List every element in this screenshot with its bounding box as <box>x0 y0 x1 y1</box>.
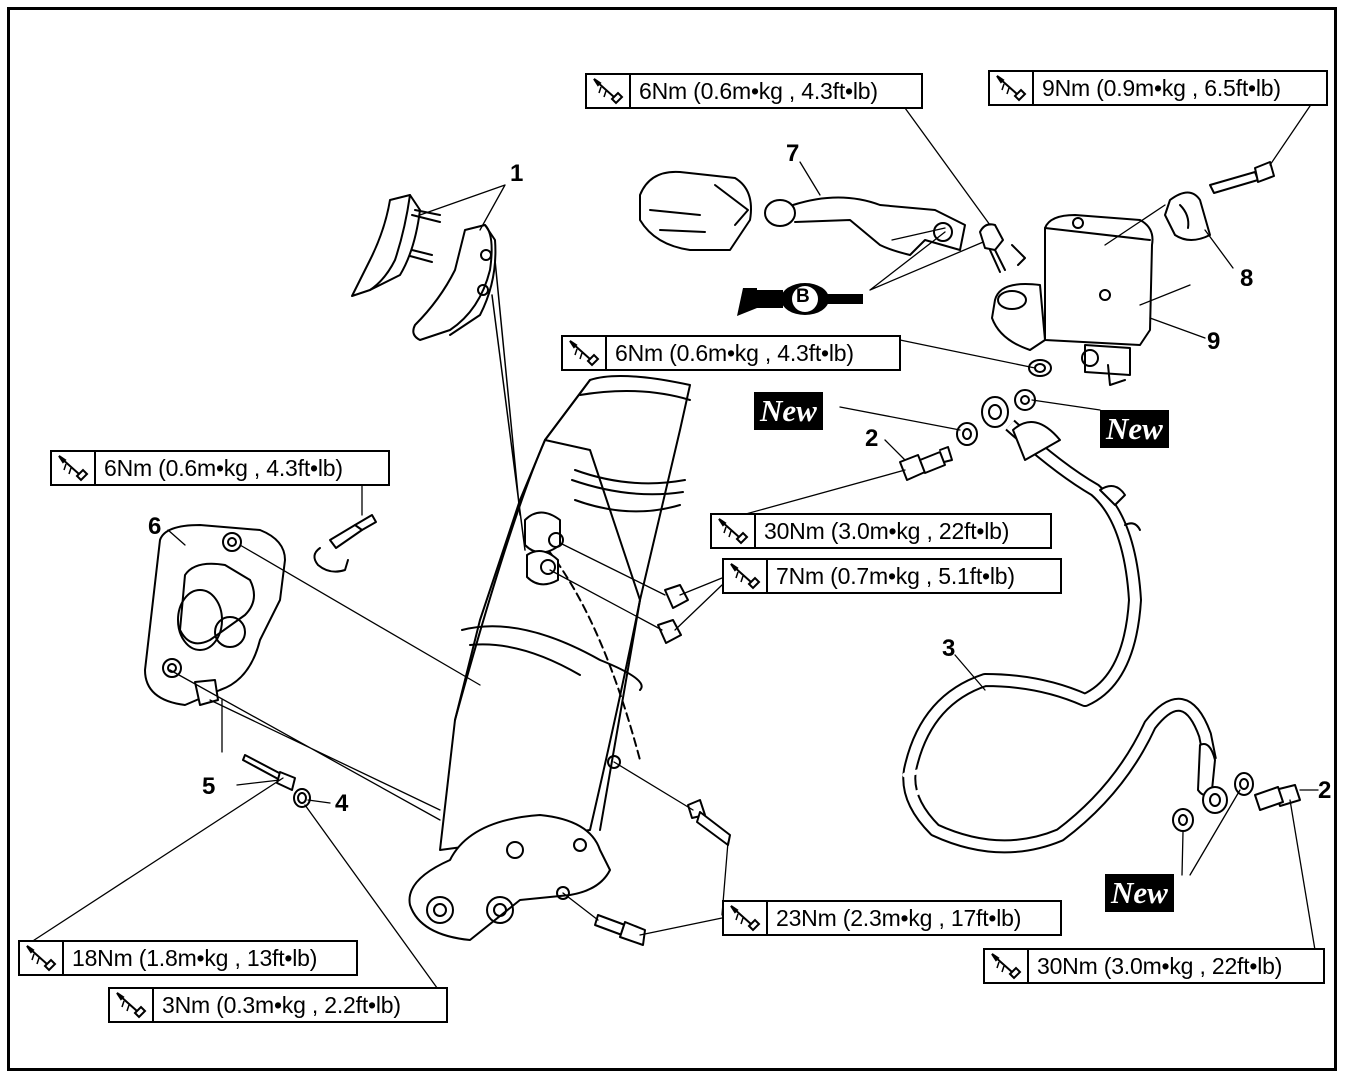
part-number-2-lower: 2 <box>1318 777 1332 804</box>
torque-wrench-icon <box>587 75 631 107</box>
torque-wrench-icon <box>712 515 756 547</box>
torque-label-caliper-bolts: 23Nm (2.3m•kg , 17ft•lb) <box>722 900 1062 936</box>
torque-value-text: 18Nm (1.8m•kg , 13ft•lb) <box>72 944 318 971</box>
brake-caliper <box>144 514 481 821</box>
torque-value-text: 30Nm (3.0m•kg , 22ft•lb) <box>764 517 1010 544</box>
torque-label-pad-pin: 18Nm (1.8m•kg , 13ft•lb) <box>18 940 358 976</box>
torque-value-text: 6Nm (0.6m•kg , 4.3ft•lb) <box>639 77 878 104</box>
torque-label-bleed-screw: 6Nm (0.6m•kg , 4.3ft•lb) <box>50 450 390 486</box>
master-cylinder <box>979 214 1154 386</box>
torque-label-holder-bolt: 9Nm (0.9m•kg , 6.5ft•lb) <box>988 70 1328 106</box>
new-badge-upper-left: New <box>754 392 823 430</box>
torque-value-text: 23Nm (2.3m•kg , 17ft•lb) <box>776 904 1022 931</box>
part-number-7: 7 <box>786 140 800 167</box>
part-number-4: 4 <box>335 790 349 817</box>
torque-wrench-icon <box>52 452 96 484</box>
part-number-5: 5 <box>202 773 216 800</box>
part-number-8: 8 <box>1240 265 1254 292</box>
torque-value-text: 6Nm (0.6m•kg , 4.3ft•lb) <box>104 454 343 481</box>
part-number-9: 9 <box>1207 328 1221 355</box>
torque-label-union-bolt-lower: 30Nm (3.0m•kg , 22ft•lb) <box>983 948 1325 984</box>
torque-wrench-icon <box>724 902 768 934</box>
grease-type-letter: B <box>796 286 810 307</box>
fork-bolts <box>549 542 731 946</box>
brake-lever <box>639 170 996 291</box>
part-number-2-upper: 2 <box>865 425 879 452</box>
torque-wrench-icon <box>724 560 768 592</box>
torque-value-text: 7Nm (0.7m•kg , 5.1ft•lb) <box>776 562 1015 589</box>
union-bolts <box>899 446 1301 811</box>
torque-wrench-icon <box>20 942 64 974</box>
leader-lines <box>21 105 1319 993</box>
torque-label-master-cylinder-nut: 6Nm (0.6m•kg , 4.3ft•lb) <box>561 335 901 371</box>
front-fork <box>408 375 691 941</box>
new-badge-lower: New <box>1105 874 1174 912</box>
torque-value-text: 30Nm (3.0m•kg , 22ft•lb) <box>1037 952 1283 979</box>
torque-label-pad-pin-plug: 3Nm (0.3m•kg , 2.2ft•lb) <box>108 987 448 1023</box>
torque-label-lever-pivot: 6Nm (0.6m•kg , 4.3ft•lb) <box>585 73 923 109</box>
torque-wrench-icon <box>990 72 1034 104</box>
part-number-6: 6 <box>148 513 162 540</box>
master-cylinder-holder <box>1104 161 1275 306</box>
torque-wrench-icon <box>563 337 607 369</box>
part-number-3: 3 <box>942 635 956 662</box>
torque-wrench-icon <box>110 989 154 1021</box>
torque-value-text: 3Nm (0.3m•kg , 2.2ft•lb) <box>162 991 401 1018</box>
grease-gun-icon: B <box>735 278 865 320</box>
new-badge-upper-right: New <box>1100 410 1169 448</box>
brake-hose-guard <box>351 194 526 551</box>
torque-label-union-bolt-upper: 30Nm (3.0m•kg , 22ft•lb) <box>710 513 1052 549</box>
torque-wrench-icon <box>985 950 1029 982</box>
torque-value-text: 6Nm (0.6m•kg , 4.3ft•lb) <box>615 339 854 366</box>
brake-hose <box>902 396 1228 854</box>
torque-value-text: 9Nm (0.9m•kg , 6.5ft•lb) <box>1042 74 1281 101</box>
part-number-1: 1 <box>510 160 524 187</box>
torque-label-guard-nuts: 7Nm (0.7m•kg , 5.1ft•lb) <box>722 558 1062 594</box>
